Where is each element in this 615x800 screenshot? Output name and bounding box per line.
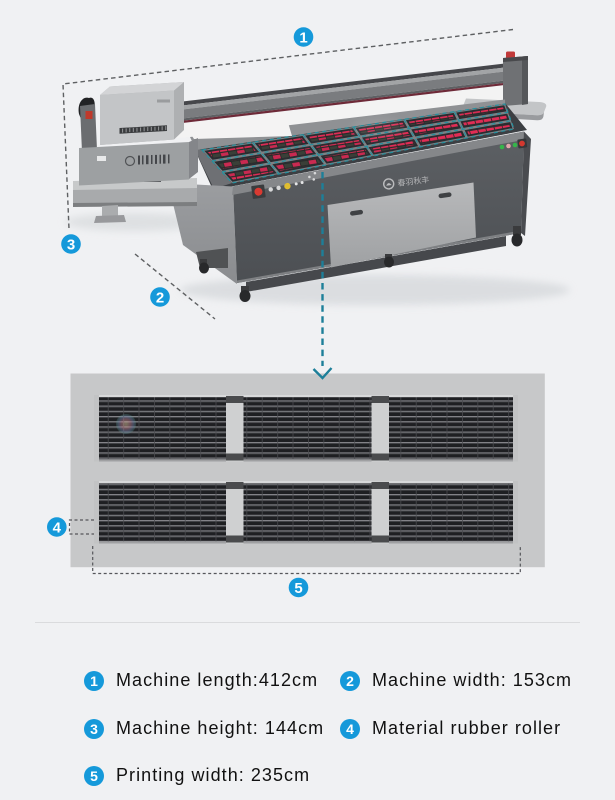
svg-text:5: 5: [294, 580, 302, 597]
svg-text:4: 4: [53, 519, 62, 536]
svg-text:2: 2: [156, 289, 164, 306]
svg-text:春羽秋丰: 春羽秋丰: [397, 174, 430, 188]
svg-text:3: 3: [67, 236, 75, 253]
svg-text:1: 1: [299, 29, 307, 46]
